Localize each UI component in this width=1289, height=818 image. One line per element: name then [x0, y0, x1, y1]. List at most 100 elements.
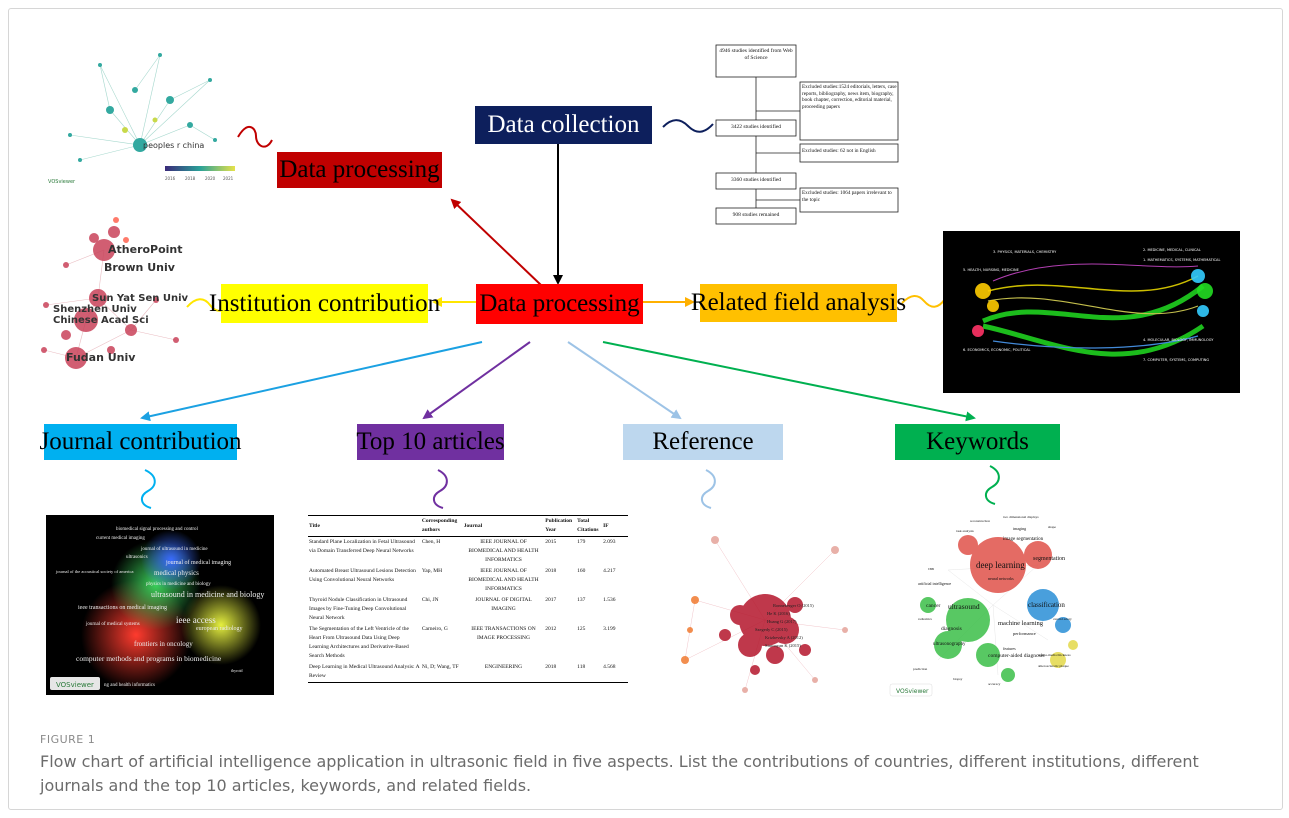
- inst-label: Shenzhen Univ: [53, 304, 137, 315]
- cell-cites: 160: [577, 568, 586, 574]
- keyword-label: radiomics: [918, 617, 932, 621]
- fc-step-4: 908 studies remained: [732, 212, 780, 218]
- cell-title: Standard Plane Localization in Fetal Ult…: [309, 539, 415, 554]
- cell-title: The Segmentation of the Left Ventricle o…: [309, 626, 409, 659]
- vosviewer-badge: VOSviewer: [48, 179, 76, 185]
- scale-tick: 2018: [185, 176, 196, 181]
- keyword-label: reconstruction: [970, 519, 990, 523]
- reference-label: Ronneberger O (2015): [773, 603, 814, 608]
- country-node-label: peoples r china: [143, 141, 204, 150]
- keyword-network-map: deep learning segmentation ultrasound cl…: [889, 515, 1078, 697]
- keyword-label: cnn: [928, 566, 934, 571]
- cell-year: 2012: [545, 626, 557, 632]
- journal-label: ng and health informatics: [104, 683, 155, 688]
- box-related-field-analysis: Related field analysis: [691, 284, 906, 322]
- cell-journal: IEEE JOURNAL OF BIOMEDICAL AND HEALTH IN…: [468, 539, 539, 563]
- box-data-processing-top: Data processing: [277, 152, 442, 188]
- keyword-label: prediction: [913, 667, 927, 671]
- fc-exclude-3: Excluded studies: 1064 papers irrelevant…: [802, 190, 892, 203]
- journal-label: journal of medical imaging: [165, 559, 231, 566]
- box-data-processing-center: Data processing: [476, 284, 643, 324]
- journal-label: ultrasound in medicine and biology: [151, 590, 264, 599]
- journal-label: current medical imaging: [96, 536, 145, 541]
- keyword-label: two dimensional displays: [1003, 515, 1039, 519]
- table-row: Thyroid Nodule Classification in Ultraso…: [308, 595, 628, 624]
- keyword-label: machine learning: [998, 620, 1044, 627]
- table-row: Deep Learning in Medical Ultrasound Anal…: [308, 662, 628, 683]
- keyword-label: classification: [1028, 601, 1065, 609]
- keyword-label: diagnosis: [941, 626, 962, 632]
- figure-caption: Flow chart of artificial intelligence ap…: [40, 752, 1199, 795]
- table-row: Automated Breast Ultrasound Lesions Dete…: [308, 566, 628, 595]
- field-label: 5. HEALTH, NURSING, MEDICINE: [963, 268, 1019, 272]
- cell-cites: 137: [577, 597, 586, 603]
- scale-tick: 2016: [165, 176, 176, 181]
- tilde-country: [237, 126, 273, 148]
- cell-author: Yap, MH: [421, 568, 443, 574]
- figure-label: FIGURE 1: [40, 733, 96, 746]
- keyword-label: cancer: [926, 603, 941, 609]
- cell-title: Thyroid Nodule Classification in Ultraso…: [309, 597, 408, 621]
- th-cites: Total Citations: [577, 518, 599, 533]
- journal-label: physics in medicine and biology: [146, 582, 211, 587]
- related-field-dual-map: 3. PHYSICS, MATERIALS, CHEMISTRY 5. HEAL…: [943, 231, 1240, 393]
- inst-label: Brown Univ: [104, 261, 176, 274]
- keyword-label: task analysis: [956, 529, 974, 533]
- country-network-map: peoples r china 2016 2018 2020 2021 VOSv…: [48, 53, 235, 185]
- keyword-label: deep learning: [976, 560, 1025, 570]
- field-label: 4. MOLECULAR, BIOLOGY, IMMUNOLOGY: [1143, 338, 1214, 342]
- cell-title: Automated Breast Ultrasound Lesions Dete…: [309, 568, 416, 583]
- keyword-label: carotid artery: [1053, 617, 1072, 621]
- cell-cites: 179: [577, 539, 586, 545]
- th-journal: Journal: [463, 522, 483, 529]
- journal-label: frontiers in oncology: [134, 640, 193, 648]
- keyword-label: ultrasonography: [933, 642, 966, 647]
- box-journal-contribution: Journal contribution: [39, 424, 242, 460]
- cell-journal: JOURNAL OF DIGITAL IMAGING: [475, 597, 532, 612]
- th-title: Title: [309, 522, 320, 529]
- cell-year: 2018: [545, 568, 557, 574]
- cell-author: Carneiro, G: [421, 626, 448, 632]
- keyword-label: shape: [1048, 525, 1056, 529]
- cell-journal: ENGINEERING: [484, 664, 523, 670]
- keyword-label: biopsy: [953, 677, 963, 681]
- cell-year: 2015: [545, 539, 557, 545]
- cell-year: 2018: [545, 664, 557, 670]
- fc-step-2: 3422 studies identified: [730, 124, 782, 130]
- study-selection-flowchart: 4946 studies identified from Web of Scie…: [715, 44, 899, 225]
- vosviewer-badge: VOSviewer: [896, 688, 929, 695]
- tilde-top10: [433, 469, 448, 509]
- cell-if: 3.199: [603, 626, 616, 632]
- fc-step-3: 3360 studies identified: [730, 177, 782, 183]
- journal-label: medical physics: [154, 569, 199, 577]
- inst-label: Fudan Univ: [66, 351, 136, 364]
- journal-label: thyroid: [231, 668, 243, 673]
- arrow-to-reference: [567, 341, 682, 420]
- cell-journal: IEEE JOURNAL OF BIOMEDICAL AND HEALTH IN…: [468, 568, 539, 592]
- inst-label: Sun Yat Sen Univ: [92, 293, 189, 304]
- arrow-to-top10: [422, 341, 531, 420]
- fc-exclude-2: Excluded studies: 62 not in English: [802, 148, 876, 154]
- cell-journal: IEEE TRANSACTIONS ON IMAGE PROCESSING: [471, 626, 536, 641]
- inst-label: Chinese Acad Sci: [53, 315, 149, 326]
- keyword-label: performance: [1013, 631, 1036, 636]
- field-label: 3. PHYSICS, MATERIALS, CHEMISTRY: [993, 250, 1057, 254]
- box-keywords: Keywords: [895, 424, 1060, 460]
- institution-network-map: AtheroPoint Brown Univ Sun Yat Sen Univ …: [41, 217, 189, 369]
- reference-label: He K (2016): [767, 611, 790, 616]
- scale-tick: 2021: [223, 176, 234, 181]
- cell-title: Deep Learning in Medical Ultrasound Anal…: [309, 664, 420, 679]
- cell-if: 4.217: [603, 568, 616, 574]
- keyword-label: segmentation: [1033, 556, 1065, 562]
- th-if: IF: [603, 522, 609, 529]
- box-top10-articles: Top 10 articles: [356, 424, 505, 460]
- cell-year: 2017: [545, 597, 557, 603]
- keyword-label: computer-aided diagnosis: [988, 653, 1045, 659]
- journal-label: biomedical signal processing and control: [116, 527, 199, 532]
- journal-label: ieee access: [176, 615, 216, 625]
- reference-label: Huang G (2017): [767, 619, 797, 624]
- tilde-related: [901, 295, 946, 308]
- reference-label: Szegedy C (2015): [755, 627, 788, 632]
- reference-network-map: Ronneberger O (2015) He K (2016) Huang G…: [681, 536, 848, 693]
